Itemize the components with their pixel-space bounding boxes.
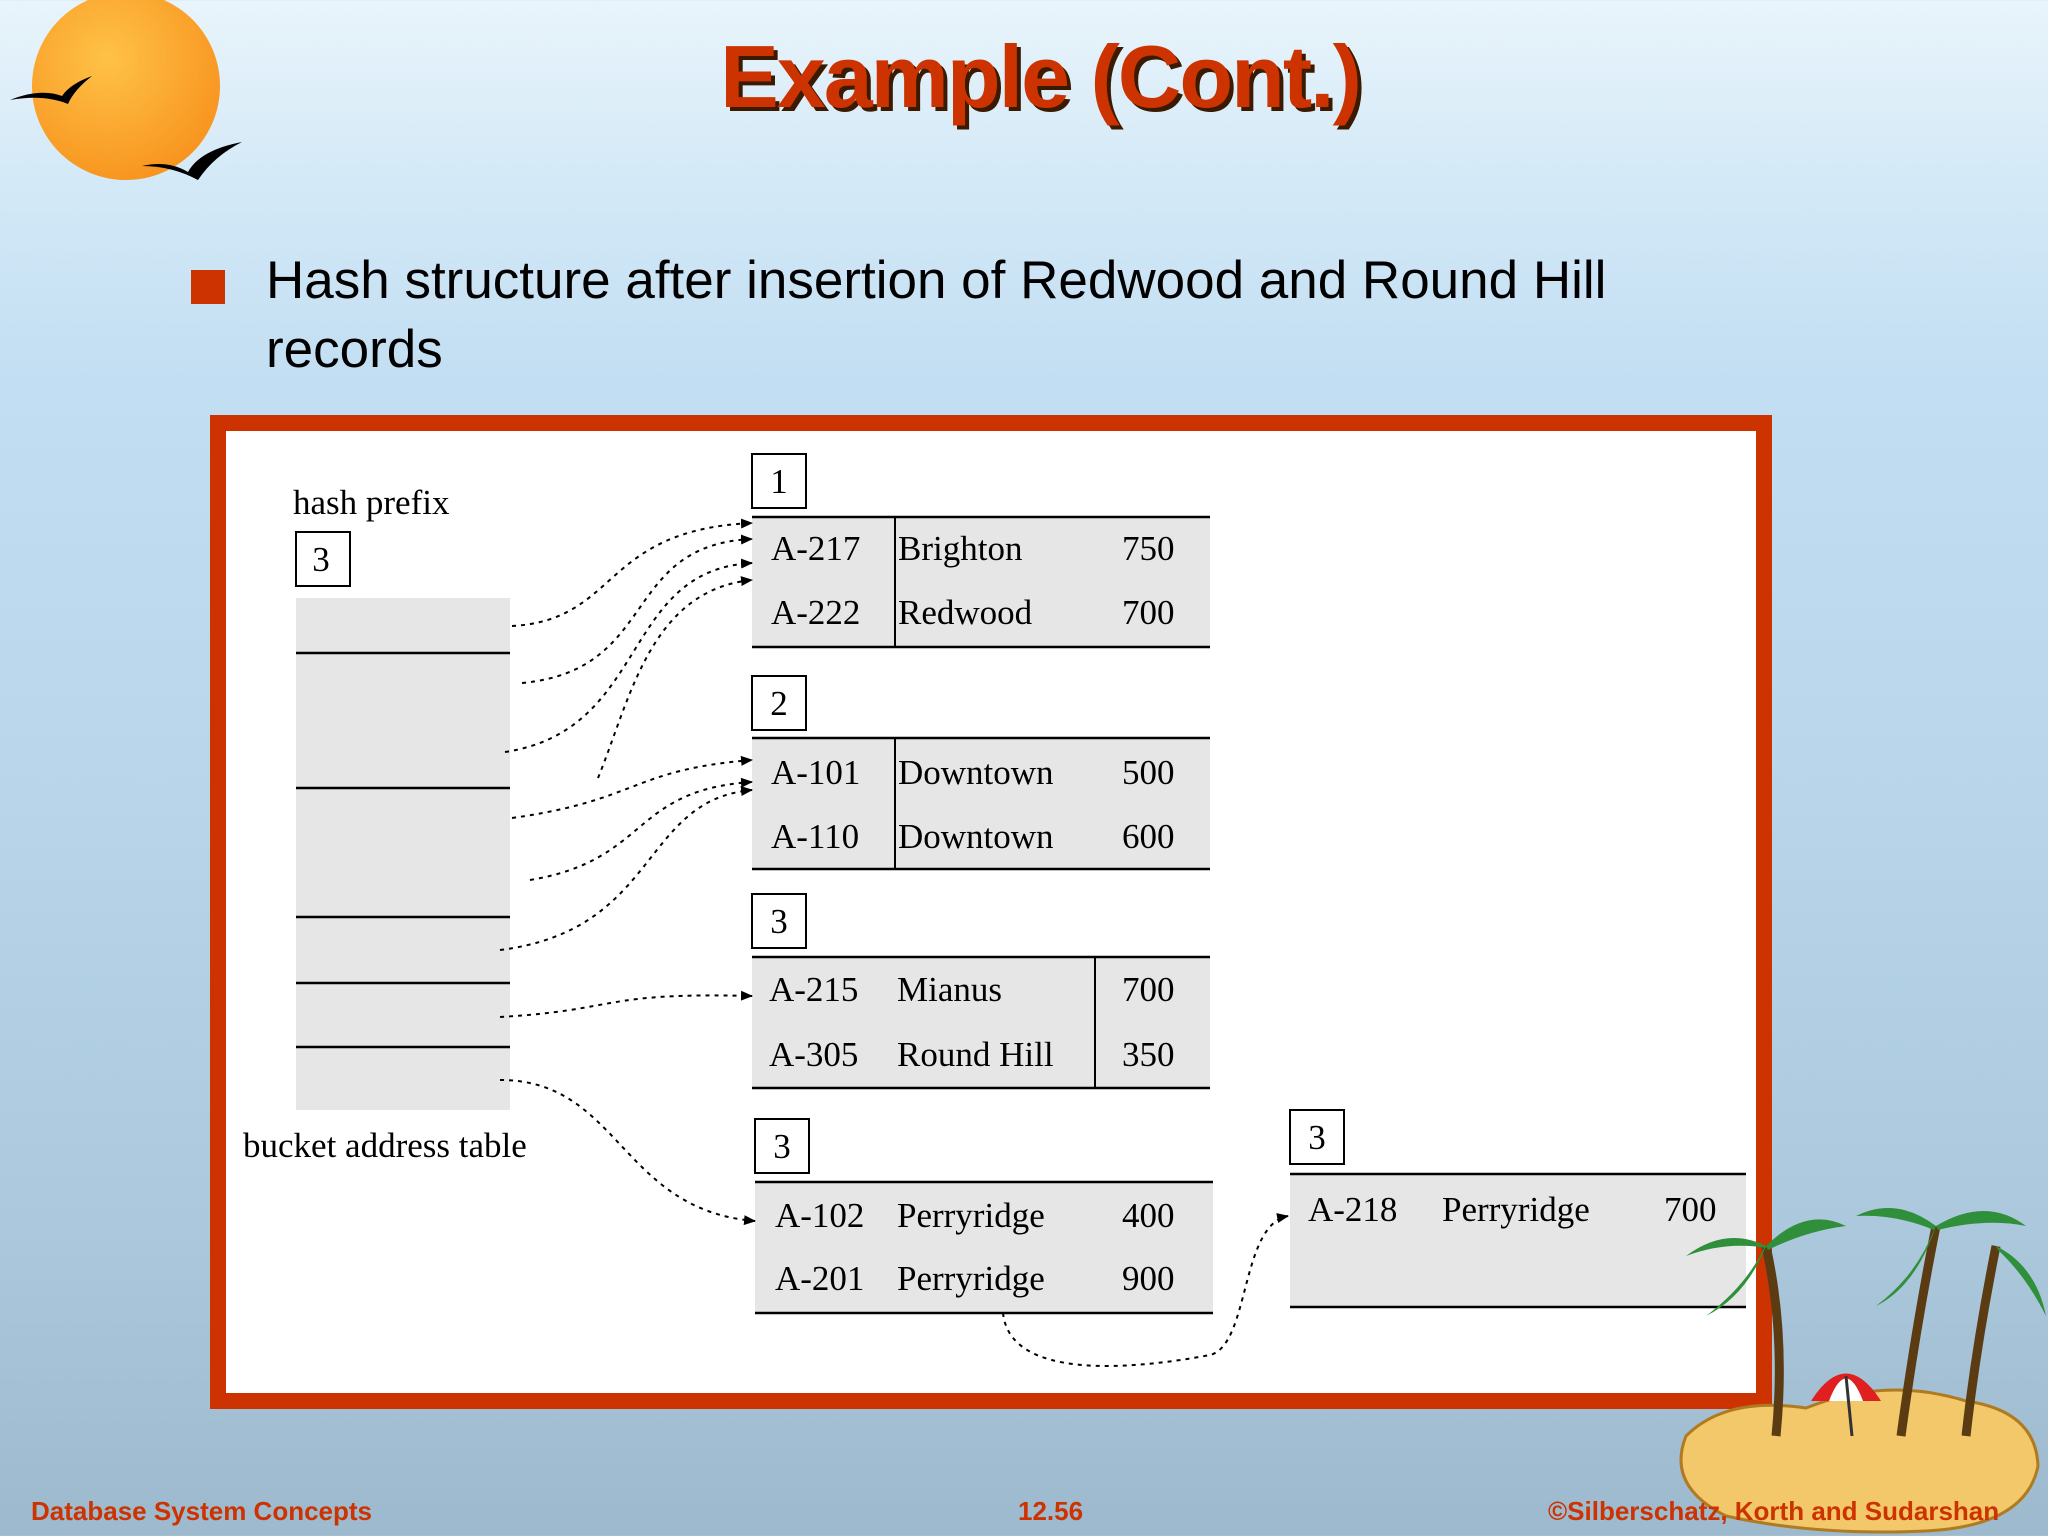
bucket-3-r1-balance: 700 xyxy=(1122,970,1175,1009)
bucket-3-depth-box xyxy=(751,893,807,949)
bucket-address-table xyxy=(296,598,510,1110)
bucket-address-table-label: bucket address table xyxy=(243,1126,527,1165)
bucket-4 xyxy=(755,1182,1213,1313)
footer-course-title: Database System Concepts xyxy=(31,1496,373,1526)
palm-leaf-icon xyxy=(1706,1246,1766,1316)
pointer-arrow xyxy=(511,518,753,627)
bucket-3-r2-key: A-305 xyxy=(769,1035,858,1074)
pointer-arrow xyxy=(504,558,753,753)
palm-leaf-icon xyxy=(1766,1219,1846,1250)
bucket-3-r2-branch: Round Hill xyxy=(897,1035,1054,1074)
overflow-bucket-depth: 3 xyxy=(1308,1118,1326,1157)
hash-prefix-value: 3 xyxy=(312,540,330,579)
footer-copyright: ©Silberschatz, Korth and Sudarshan xyxy=(1548,1496,2000,1526)
bucket-2-r1-key: A-101 xyxy=(771,753,860,792)
slide-title: Example (Cont.) xyxy=(720,27,1362,126)
bucket-4-depth-box xyxy=(754,1118,810,1174)
pointer-arrow xyxy=(511,755,753,819)
pointer-arrow xyxy=(499,786,753,951)
overflow-bucket-r1-key: A-218 xyxy=(1308,1190,1397,1229)
bucket-3-r2-balance: 350 xyxy=(1122,1035,1175,1074)
bucket-4-r2-branch: Perryridge xyxy=(897,1259,1045,1298)
bucket-2-r1-branch: Downtown xyxy=(898,753,1054,792)
bucket-1 xyxy=(752,517,1210,647)
bucket-4-depth: 3 xyxy=(773,1127,791,1166)
footer-slide-number: 12.56 xyxy=(1018,1496,1084,1526)
pointer-arrow xyxy=(597,576,753,779)
pointer-arrow xyxy=(521,534,753,684)
pointer-arrow xyxy=(499,1079,756,1226)
pointer-arrow xyxy=(529,777,753,881)
hash-prefix-label: hash prefix xyxy=(293,483,450,522)
palm-leaf-icon xyxy=(1856,1208,1936,1230)
overflow-bucket-depth-box xyxy=(1289,1109,1345,1165)
bucket-2-r2-balance: 600 xyxy=(1122,817,1175,856)
pointer-arrow xyxy=(499,990,753,1018)
bucket-2-r2-key: A-110 xyxy=(771,817,859,856)
palm-leaf-icon xyxy=(1996,1246,2046,1316)
bucket-2-r1-balance: 500 xyxy=(1122,753,1175,792)
bird-icon xyxy=(10,76,92,104)
bucket-1-r1-branch: Brighton xyxy=(898,529,1022,568)
bucket-3-depth: 3 xyxy=(770,902,788,941)
bucket-1-r1-balance: 750 xyxy=(1122,529,1175,568)
palm-leaf-icon xyxy=(1686,1238,1766,1256)
bullet-text: Hash structure after insertion of Redwoo… xyxy=(266,251,1607,379)
bucket-3 xyxy=(752,957,1210,1088)
bucket-1-r1-key: A-217 xyxy=(771,529,860,568)
bucket-4-r2-key: A-201 xyxy=(775,1259,864,1298)
bucket-1-r2-key: A-222 xyxy=(771,593,860,632)
overflow-bucket xyxy=(1290,1174,1746,1307)
bullet-square-icon xyxy=(191,270,225,304)
bucket-4-r1-branch: Perryridge xyxy=(897,1196,1045,1235)
bucket-3-r1-branch: Mianus xyxy=(897,970,1002,1009)
bucket-3-r1-key: A-215 xyxy=(769,970,858,1009)
palm-leaf-icon xyxy=(1936,1211,2026,1230)
bucket-1-depth-box xyxy=(751,453,807,509)
umbrella-icon xyxy=(1811,1373,1881,1437)
bucket-2-depth: 2 xyxy=(770,684,788,723)
sun-logo xyxy=(10,0,242,180)
bucket-2 xyxy=(752,738,1210,869)
bucket-1-r2-branch: Redwood xyxy=(898,593,1033,632)
hash-prefix-box xyxy=(295,531,351,587)
palm-island-decoration xyxy=(1679,1208,2046,1534)
overflow-bucket-r1-branch: Perryridge xyxy=(1442,1190,1590,1229)
overflow-pointer-arrow xyxy=(1002,1213,1289,1367)
bucket-1-depth: 1 xyxy=(770,462,788,501)
bucket-2-depth-box xyxy=(751,675,807,731)
bucket-2-r2-branch: Downtown xyxy=(898,817,1054,856)
bucket-4-r1-key: A-102 xyxy=(775,1196,864,1235)
bird-icon xyxy=(142,142,242,180)
bucket-4-r1-balance: 400 xyxy=(1122,1196,1175,1235)
bucket-1-r2-balance: 700 xyxy=(1122,593,1175,632)
overflow-bucket-r1-balance: 700 xyxy=(1664,1190,1717,1229)
bucket-4-r2-balance: 900 xyxy=(1122,1259,1175,1298)
